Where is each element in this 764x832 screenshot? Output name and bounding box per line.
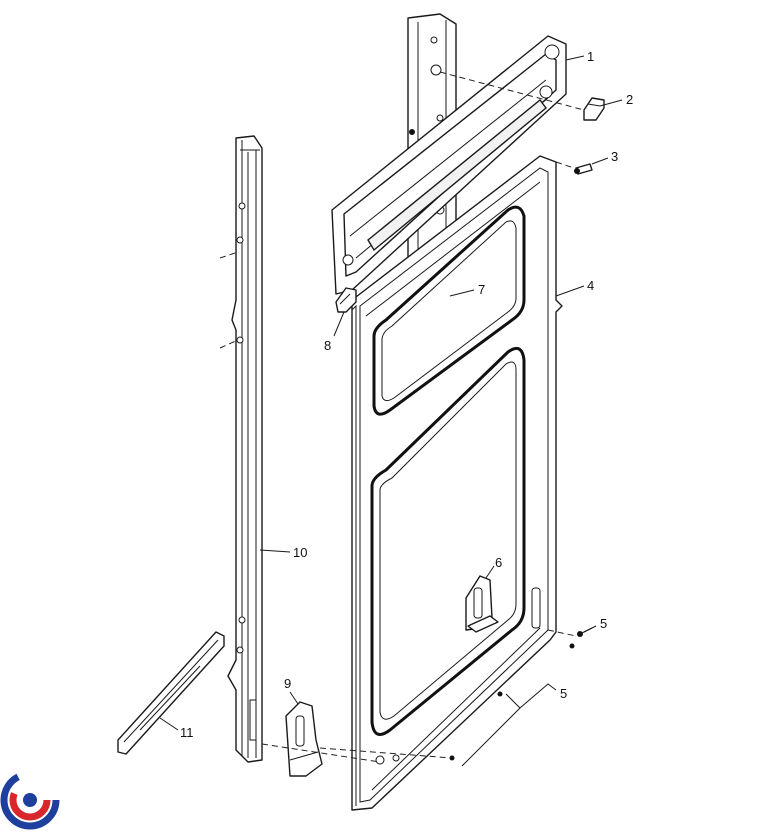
part-3-screw — [574, 163, 593, 175]
part-8-small-bracket — [335, 287, 357, 313]
callout-4: 4 — [587, 278, 594, 293]
callout-11: 11 — [180, 725, 194, 740]
assembly-dashed-lines — [219, 71, 585, 763]
leader-lines — [159, 55, 623, 767]
part-10-left-channel — [227, 135, 263, 763]
part-2-clip — [583, 97, 605, 121]
callout-1: 1 — [587, 49, 594, 64]
callout-5-bottom: 5 — [560, 686, 567, 701]
callout-labels: 1 2 3 4 5 5 6 7 8 9 10 11 — [180, 49, 633, 740]
callout-3: 3 — [611, 149, 618, 164]
part-9-bottom-hinge — [285, 701, 323, 777]
callout-6: 6 — [495, 555, 502, 570]
part-6-hinge-bracket — [465, 575, 499, 633]
callout-10: 10 — [293, 545, 307, 560]
part-1-top-bracket — [331, 35, 567, 295]
callout-5-right: 5 — [600, 616, 607, 631]
callout-9: 9 — [284, 676, 291, 691]
part-11-small-plate — [117, 631, 225, 755]
brand-logo — [0, 770, 60, 830]
callout-2: 2 — [626, 92, 633, 107]
callout-7: 7 — [478, 282, 485, 297]
callout-8: 8 — [324, 338, 331, 353]
